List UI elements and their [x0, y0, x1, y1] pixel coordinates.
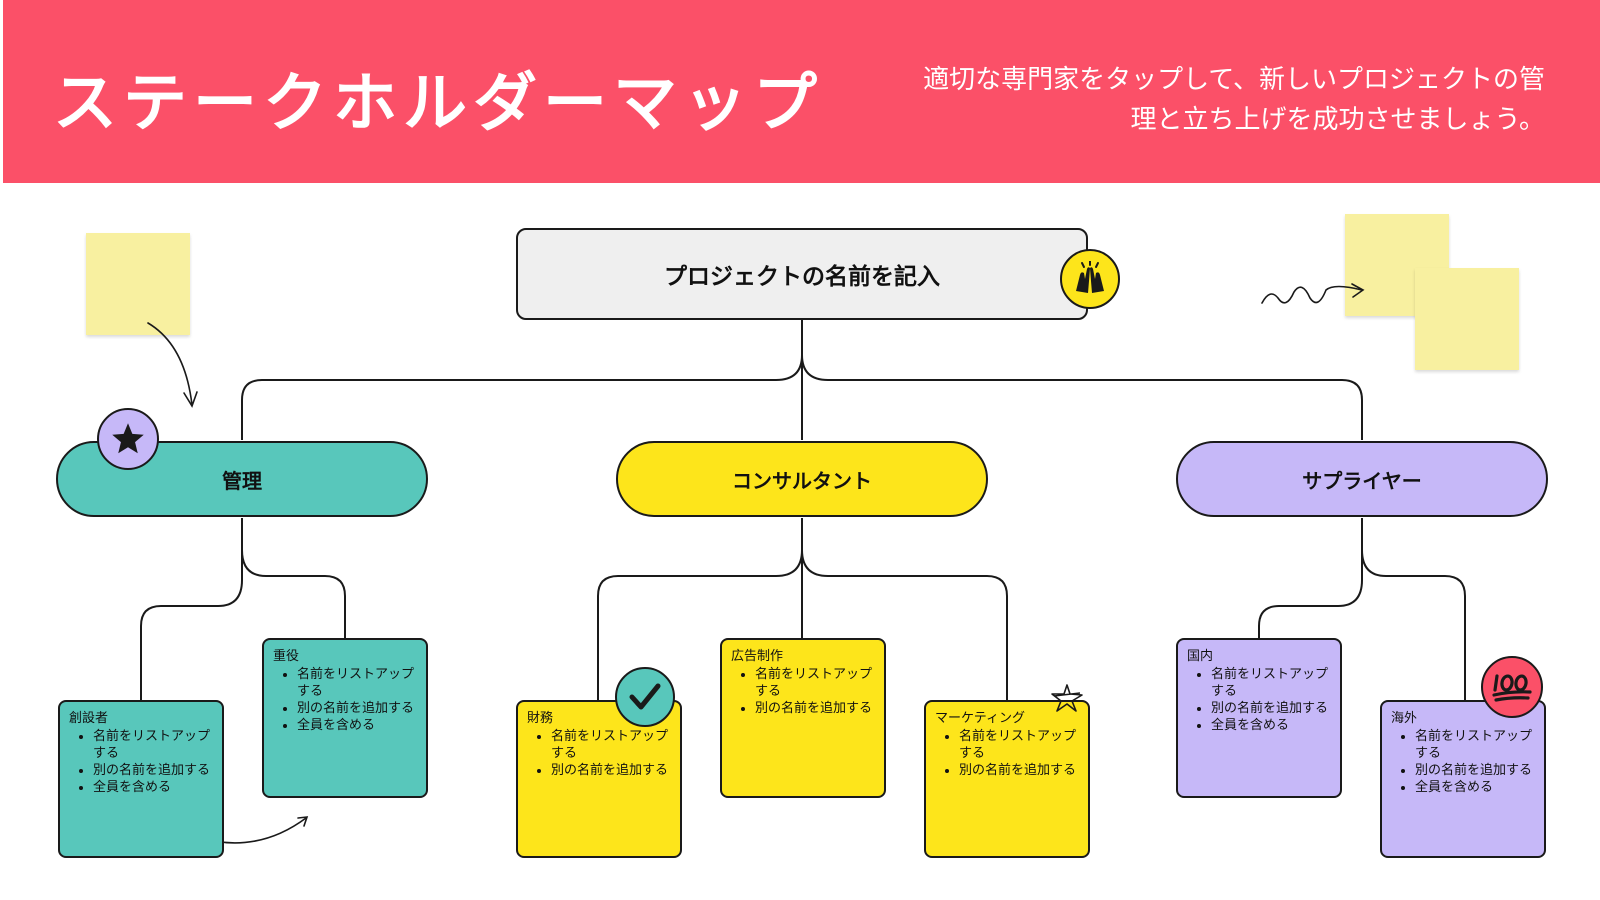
page-subtitle: 適切な専門家をタップして、新しいプロジェクトの管理と立ち上げを成功させましょう。 — [923, 65, 1545, 135]
sticky-note-right-front[interactable] — [1415, 268, 1519, 370]
card-domestic[interactable]: 国内 名前をリストアップする 別の名前を追加する 全員を含める — [1176, 638, 1342, 798]
list-item: 名前をリストアップする — [755, 666, 878, 700]
card-list: 名前をリストアップする 別の名前を追加する 全員を含める — [1391, 728, 1538, 796]
star-icon — [97, 408, 159, 470]
card-founder[interactable]: 創設者 名前をリストアップする 別の名前を追加する 全員を含める — [58, 700, 224, 858]
card-executive[interactable]: 重役 名前をリストアップする 別の名前を追加する 全員を含める — [262, 638, 428, 798]
sticky-note-left[interactable] — [86, 233, 190, 335]
list-item: 別の名前を追加する — [1415, 762, 1538, 779]
card-finance[interactable]: 財務 名前をリストアップする 別の名前を追加する — [516, 700, 682, 858]
card-list: 名前をリストアップする 別の名前を追加する — [731, 666, 878, 717]
card-title: 創設者 — [69, 711, 109, 726]
category-consultant-label: コンサルタント — [732, 468, 872, 493]
category-consultant[interactable]: コンサルタント — [616, 441, 988, 517]
list-item: 全員を含める — [1415, 779, 1538, 796]
list-item: 名前をリストアップする — [93, 728, 216, 762]
list-item: 名前をリストアップする — [959, 728, 1082, 762]
checkmark-icon — [615, 667, 675, 727]
list-item: 別の名前を追加する — [755, 700, 878, 717]
project-name-box[interactable]: プロジェクトの名前を記入 — [516, 228, 1088, 320]
card-overseas[interactable]: 海外 名前をリストアップする 別の名前を追加する 全員を含める — [1380, 700, 1546, 858]
card-list: 名前をリストアップする 別の名前を追加する — [527, 728, 674, 779]
list-item: 別の名前を追加する — [551, 762, 674, 779]
card-title: 海外 — [1391, 711, 1418, 726]
list-item: 名前をリストアップする — [297, 666, 420, 700]
card-title: 重役 — [273, 649, 300, 664]
category-supplier-label: サプライヤー — [1302, 468, 1422, 493]
card-list: 名前をリストアップする 別の名前を追加する 全員を含める — [1187, 666, 1334, 734]
list-item: 別の名前を追加する — [297, 700, 420, 717]
card-title: 国内 — [1187, 649, 1214, 664]
raised-hands-icon — [1060, 249, 1120, 309]
list-item: 別の名前を追加する — [93, 762, 216, 779]
card-advertising[interactable]: 広告制作 名前をリストアップする 別の名前を追加する — [720, 638, 886, 798]
category-supplier[interactable]: サプライヤー — [1176, 441, 1548, 517]
list-item: 全員を含める — [1211, 717, 1334, 734]
list-item: 名前をリストアップする — [551, 728, 674, 762]
page-title: ステークホルダーマップ — [53, 67, 823, 141]
arrow-doodle-left — [147, 322, 193, 406]
category-management-label: 管理 — [222, 468, 262, 493]
card-list: 名前をリストアップする 別の名前を追加する 全員を含める — [273, 666, 420, 734]
squiggle-arrow-doodle — [1261, 285, 1363, 304]
list-item: 別の名前を追加する — [959, 762, 1082, 779]
star-doodle-icon — [1051, 684, 1083, 712]
list-item: 全員を含める — [297, 717, 420, 734]
card-title: 財務 — [527, 711, 554, 726]
card-title: マーケティング — [935, 711, 1025, 726]
project-name-label: プロジェクトの名前を記入 — [664, 264, 940, 290]
list-item: 名前をリストアップする — [1211, 666, 1334, 700]
list-item: 全員を含める — [93, 779, 216, 796]
card-list: 名前をリストアップする 別の名前を追加する 全員を含める — [69, 728, 216, 796]
list-item: 名前をリストアップする — [1415, 728, 1538, 762]
hundred-points-icon — [1481, 656, 1543, 718]
list-item: 別の名前を追加する — [1211, 700, 1334, 717]
header-banner: ステークホルダーマップ 適切な専門家をタップして、新しいプロジェクトの管理と立ち… — [3, 0, 1600, 183]
card-marketing[interactable]: マーケティング 名前をリストアップする 別の名前を追加する — [924, 700, 1090, 858]
card-title: 広告制作 — [731, 649, 784, 664]
card-list: 名前をリストアップする 別の名前を追加する — [935, 728, 1082, 779]
